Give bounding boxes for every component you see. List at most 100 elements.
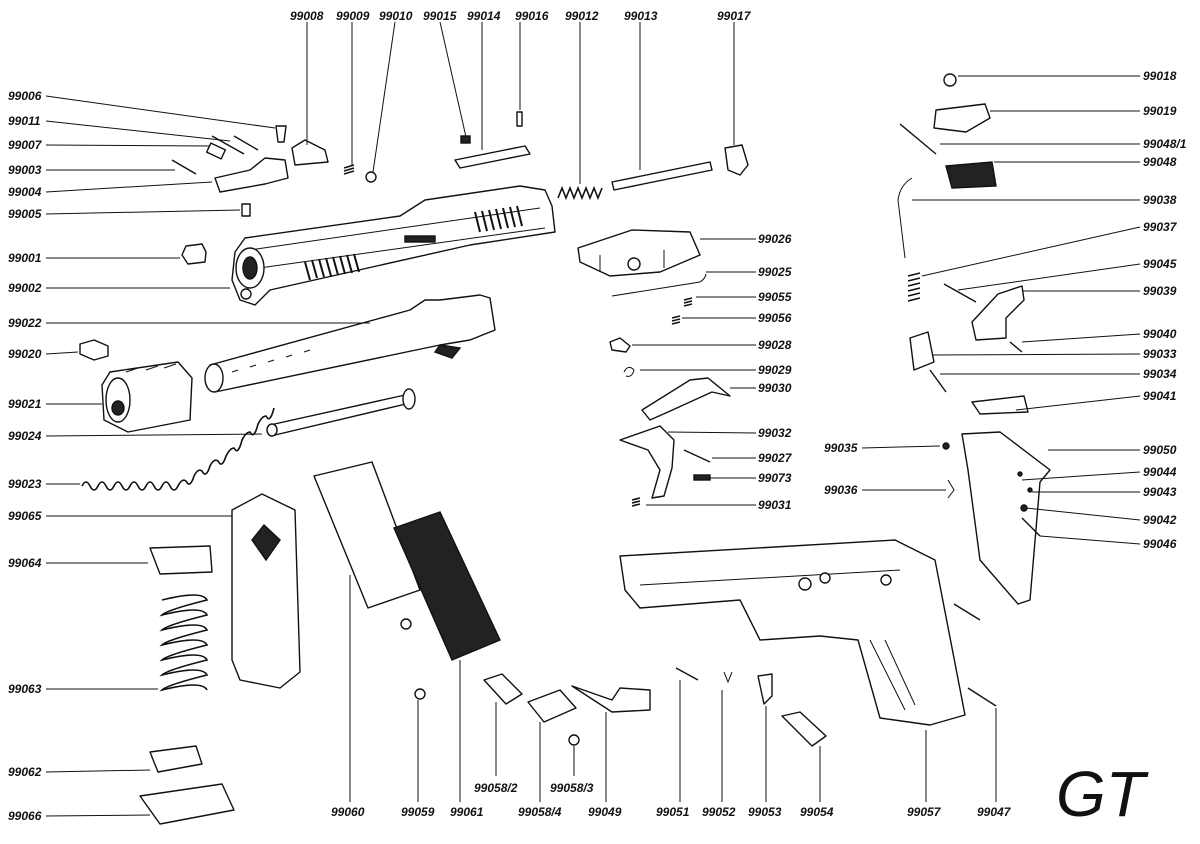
part-label: 99065 bbox=[8, 509, 42, 523]
part-label: 99023 bbox=[8, 477, 42, 491]
part-label: 99008 bbox=[290, 9, 324, 23]
pin-frame-part bbox=[953, 603, 981, 621]
part-99048 bbox=[945, 161, 997, 189]
part-99033 bbox=[909, 331, 935, 371]
barrel-part bbox=[204, 294, 496, 393]
part-label: 99016 bbox=[515, 9, 549, 23]
magazine-part bbox=[231, 493, 301, 689]
rod-99038-part bbox=[897, 177, 913, 259]
screw-99058-3-part bbox=[568, 734, 580, 746]
grip-screw-99059-part bbox=[400, 618, 412, 630]
part-label: 99045 bbox=[1143, 257, 1177, 271]
bushing-99058-2-part bbox=[483, 673, 523, 705]
compensator-part bbox=[101, 361, 193, 433]
magazine-spring-part bbox=[159, 594, 209, 692]
part-label: 99073 bbox=[758, 471, 792, 485]
cap-99017-part bbox=[724, 144, 749, 176]
part-label: 99055 bbox=[758, 290, 792, 304]
part-label: 99030 bbox=[758, 381, 792, 395]
part-label: 99063 bbox=[8, 682, 42, 696]
part-label: 99031 bbox=[758, 498, 792, 512]
magazine-plate-part bbox=[149, 745, 203, 773]
part-label: 99025 bbox=[758, 265, 792, 279]
disconnector-99030-part bbox=[641, 377, 731, 421]
part-label: 99044 bbox=[1143, 465, 1177, 479]
slide-part bbox=[231, 185, 556, 306]
spring-99012-part bbox=[557, 185, 603, 201]
slide-stop-99019-part bbox=[933, 103, 991, 133]
magazine-base-part bbox=[139, 783, 235, 825]
part-label: 99047 bbox=[977, 805, 1012, 819]
pin-99016-part bbox=[516, 111, 523, 127]
extractor-part bbox=[181, 243, 207, 265]
part-label: 99034 bbox=[1143, 367, 1177, 381]
grip-screw-lower-part bbox=[414, 688, 426, 700]
frame-part bbox=[619, 539, 966, 726]
part-label: 99027 bbox=[758, 451, 793, 465]
part-label: 99037 bbox=[1143, 220, 1178, 234]
part-label: 99002 bbox=[8, 281, 42, 295]
pin-99048-1-part bbox=[899, 123, 937, 155]
part-label: 99013 bbox=[624, 9, 658, 23]
screw-99018-part bbox=[943, 73, 957, 87]
pin-99047-part bbox=[967, 687, 997, 707]
part-label: 99066 bbox=[8, 809, 42, 823]
pin-99044-part bbox=[1017, 471, 1023, 477]
brand-mark: GT bbox=[1056, 758, 1149, 830]
rod-99014-part bbox=[454, 145, 531, 169]
part-label: 99020 bbox=[8, 347, 42, 361]
slide-rail-insert-part bbox=[577, 229, 701, 277]
right-grip-panel-part bbox=[393, 511, 501, 661]
part-label: 99046 bbox=[1143, 537, 1177, 551]
part-label: 99018 bbox=[1143, 69, 1177, 83]
rod-99013-part bbox=[611, 161, 713, 191]
part-label: 99032 bbox=[758, 426, 792, 440]
part-label: 99058/3 bbox=[550, 781, 594, 795]
part-label: 99059 bbox=[401, 805, 435, 819]
bushing-99058-4-part bbox=[527, 689, 577, 723]
lever-99053-part bbox=[757, 673, 773, 705]
part-label: 99042 bbox=[1143, 513, 1177, 527]
part-label: 99062 bbox=[8, 765, 42, 779]
part-label: 99029 bbox=[758, 363, 792, 377]
part-label: 99014 bbox=[467, 9, 501, 23]
part-label: 99048/1 bbox=[1143, 137, 1187, 151]
part-label: 99040 bbox=[1143, 327, 1177, 341]
part-label: 99009 bbox=[336, 9, 370, 23]
pin-99046-part bbox=[1021, 517, 1041, 537]
part-label: 99054 bbox=[800, 805, 834, 819]
part-label: 99058/2 bbox=[474, 781, 518, 795]
part-label: 99050 bbox=[1143, 443, 1177, 457]
part-label: 99022 bbox=[8, 316, 42, 330]
spring-99037-part bbox=[907, 272, 921, 302]
wire-99025-part bbox=[611, 273, 707, 297]
part-label: 99061 bbox=[450, 805, 484, 819]
sear-99039-part bbox=[971, 285, 1025, 341]
guide-rod-part bbox=[266, 388, 416, 437]
spring-99036-part bbox=[947, 479, 955, 499]
firing-pin-stop-part bbox=[171, 125, 329, 217]
part-label: 99049 bbox=[588, 805, 622, 819]
part-label: 99028 bbox=[758, 338, 792, 352]
spring-99073-part bbox=[693, 474, 711, 481]
pin-99051-part bbox=[675, 667, 699, 681]
part-label: 99011 bbox=[8, 114, 41, 128]
part-label: 99006 bbox=[8, 89, 42, 103]
left-grip-panel-part bbox=[313, 461, 421, 609]
part-label: 99041 bbox=[1143, 389, 1177, 403]
part-label: 99003 bbox=[8, 163, 42, 177]
spring-99056-part bbox=[671, 315, 681, 325]
pin-99034-part bbox=[929, 369, 947, 393]
part-label: 99012 bbox=[565, 9, 599, 23]
part-label: 99039 bbox=[1143, 284, 1177, 298]
spring-99052-part bbox=[723, 671, 733, 684]
part-label: 99010 bbox=[379, 9, 413, 23]
part-label: 99026 bbox=[758, 232, 792, 246]
spring-99009-part bbox=[343, 164, 355, 175]
part-label: 99035 bbox=[824, 441, 858, 455]
screw-99020-part bbox=[79, 339, 109, 361]
part-label: 99056 bbox=[758, 311, 792, 325]
part-label: 99015 bbox=[423, 9, 457, 23]
part-label: 99043 bbox=[1143, 485, 1177, 499]
